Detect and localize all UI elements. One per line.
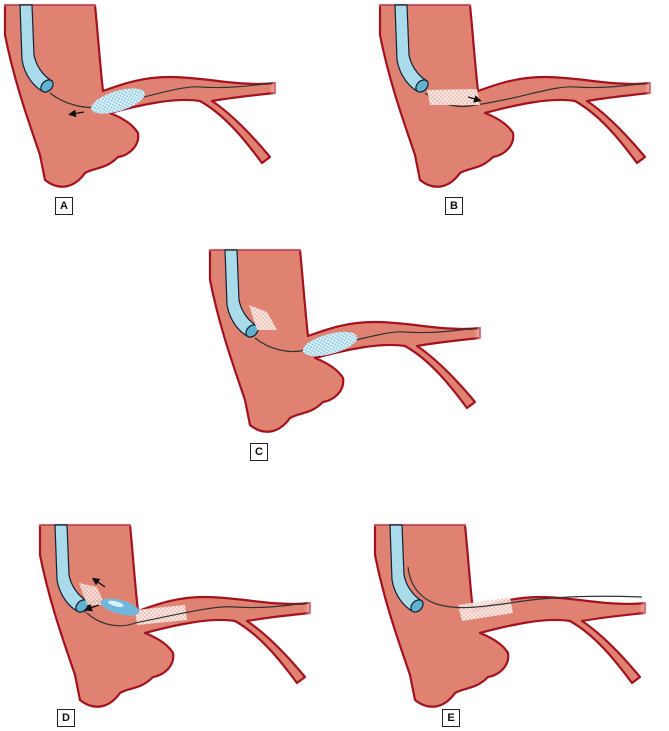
panel-d <box>33 518 319 708</box>
first-stent <box>249 305 277 330</box>
arrow-icon <box>467 95 482 103</box>
panel-label-e: E <box>442 709 460 727</box>
panel-label-b: B <box>445 197 463 215</box>
withdrawn-balloon <box>100 598 140 616</box>
guidewire <box>424 82 648 108</box>
panel-label-a: A <box>55 197 73 215</box>
ostial-stent <box>79 583 105 605</box>
deployed-stent <box>427 89 480 105</box>
panel-a <box>0 0 284 188</box>
panel-c <box>203 243 489 433</box>
guidewire <box>407 566 643 609</box>
final-stent <box>458 597 513 621</box>
panel-e <box>368 518 654 708</box>
arrow-icon <box>68 109 85 118</box>
panel-label-d: D <box>57 709 75 727</box>
inflated-balloon-stent <box>302 331 358 357</box>
arrow-icon <box>91 577 106 588</box>
panel-b <box>373 0 659 188</box>
guidewire <box>254 327 478 353</box>
inflated-balloon-stent <box>91 88 145 114</box>
panel-label-c: C <box>250 443 268 461</box>
arrow-icon <box>84 604 100 612</box>
guidewire <box>49 82 273 109</box>
